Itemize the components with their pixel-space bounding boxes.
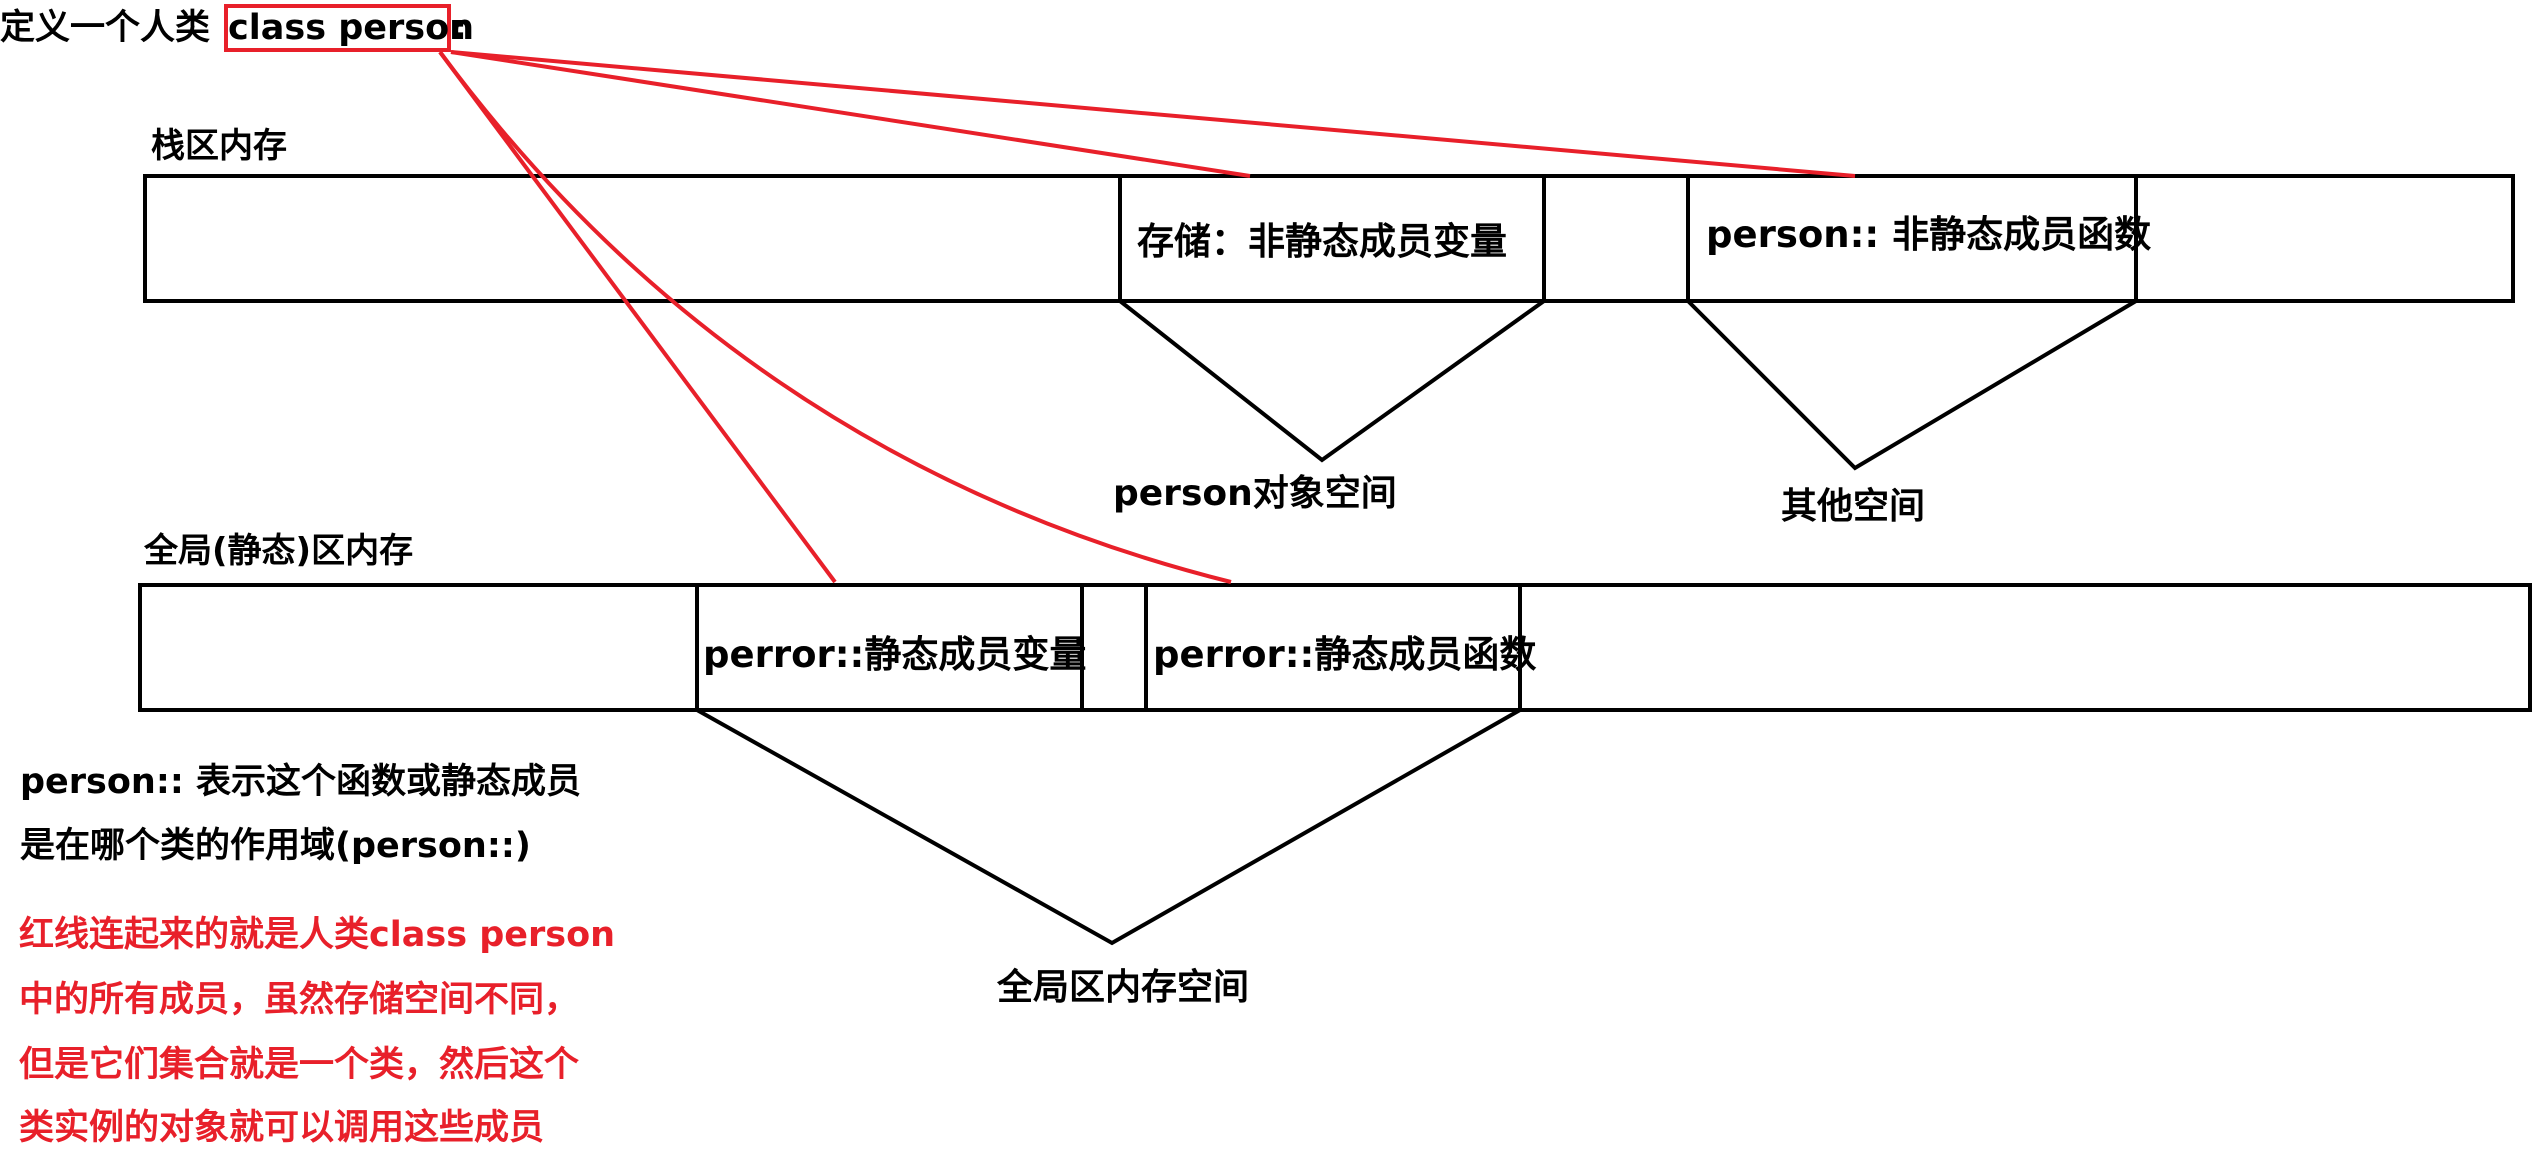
- title-prefix: 定义一个人类: [0, 8, 211, 48]
- stack-object-space-label: person对象空间: [1113, 473, 1397, 514]
- class-name: class person: [228, 8, 475, 48]
- global-space-triangle: [696, 708, 1521, 946]
- connector-to-nonstatic-funcs: [450, 50, 1856, 178]
- global-cell-static-funcs-label: perror::静态成员函数: [1153, 633, 1537, 676]
- title-suffix: :: [453, 8, 467, 48]
- stack-cell-nonstatic-funcs: [1686, 174, 2138, 303]
- connector-to-nonstatic-vars: [450, 50, 1251, 178]
- global-memory-label: 全局(静态)区内存: [144, 531, 414, 571]
- global-cell-static-vars: [695, 583, 1084, 712]
- scope-note-line-1: person:: 表示这个函数或静态成员: [20, 762, 582, 802]
- summary-note-line-3: 但是它们集合就是一个类，然后这个: [19, 1045, 580, 1085]
- connector-to-static-vars: [438, 50, 837, 584]
- scope-note-line-2: 是在哪个类的作用域(person::): [20, 826, 531, 866]
- stack-cell-nonstatic-vars: [1118, 174, 1546, 303]
- stack-other-space-triangle: [1686, 299, 2138, 471]
- stack-cell-nonstatic-vars-label: 存储：非静态成员变量: [1137, 220, 1507, 263]
- connector-to-static-funcs: [438, 50, 1232, 584]
- global-cell-static-funcs: [1144, 583, 1522, 712]
- summary-note-line-4: 类实例的对象就可以调用这些成员: [19, 1108, 545, 1148]
- summary-note-line-1: 红线连起来的就是人类class person: [19, 915, 616, 955]
- stack-memory-label: 栈区内存: [151, 126, 287, 166]
- summary-note-line-2: 中的所有成员，虽然存储空间不同，: [19, 980, 580, 1020]
- global-space-label: 全局区内存空间: [997, 967, 1250, 1008]
- stack-object-space-triangle: [1118, 299, 1546, 463]
- class-member-connectors: [438, 50, 1856, 584]
- global-cell-static-vars-label: perror::静态成员变量: [703, 633, 1087, 676]
- class-name-box: [224, 4, 451, 52]
- stack-cell-nonstatic-funcs-label: person:: 非静态成员函数: [1706, 213, 2152, 256]
- stack-other-space-label: 其他空间: [1781, 486, 1926, 527]
